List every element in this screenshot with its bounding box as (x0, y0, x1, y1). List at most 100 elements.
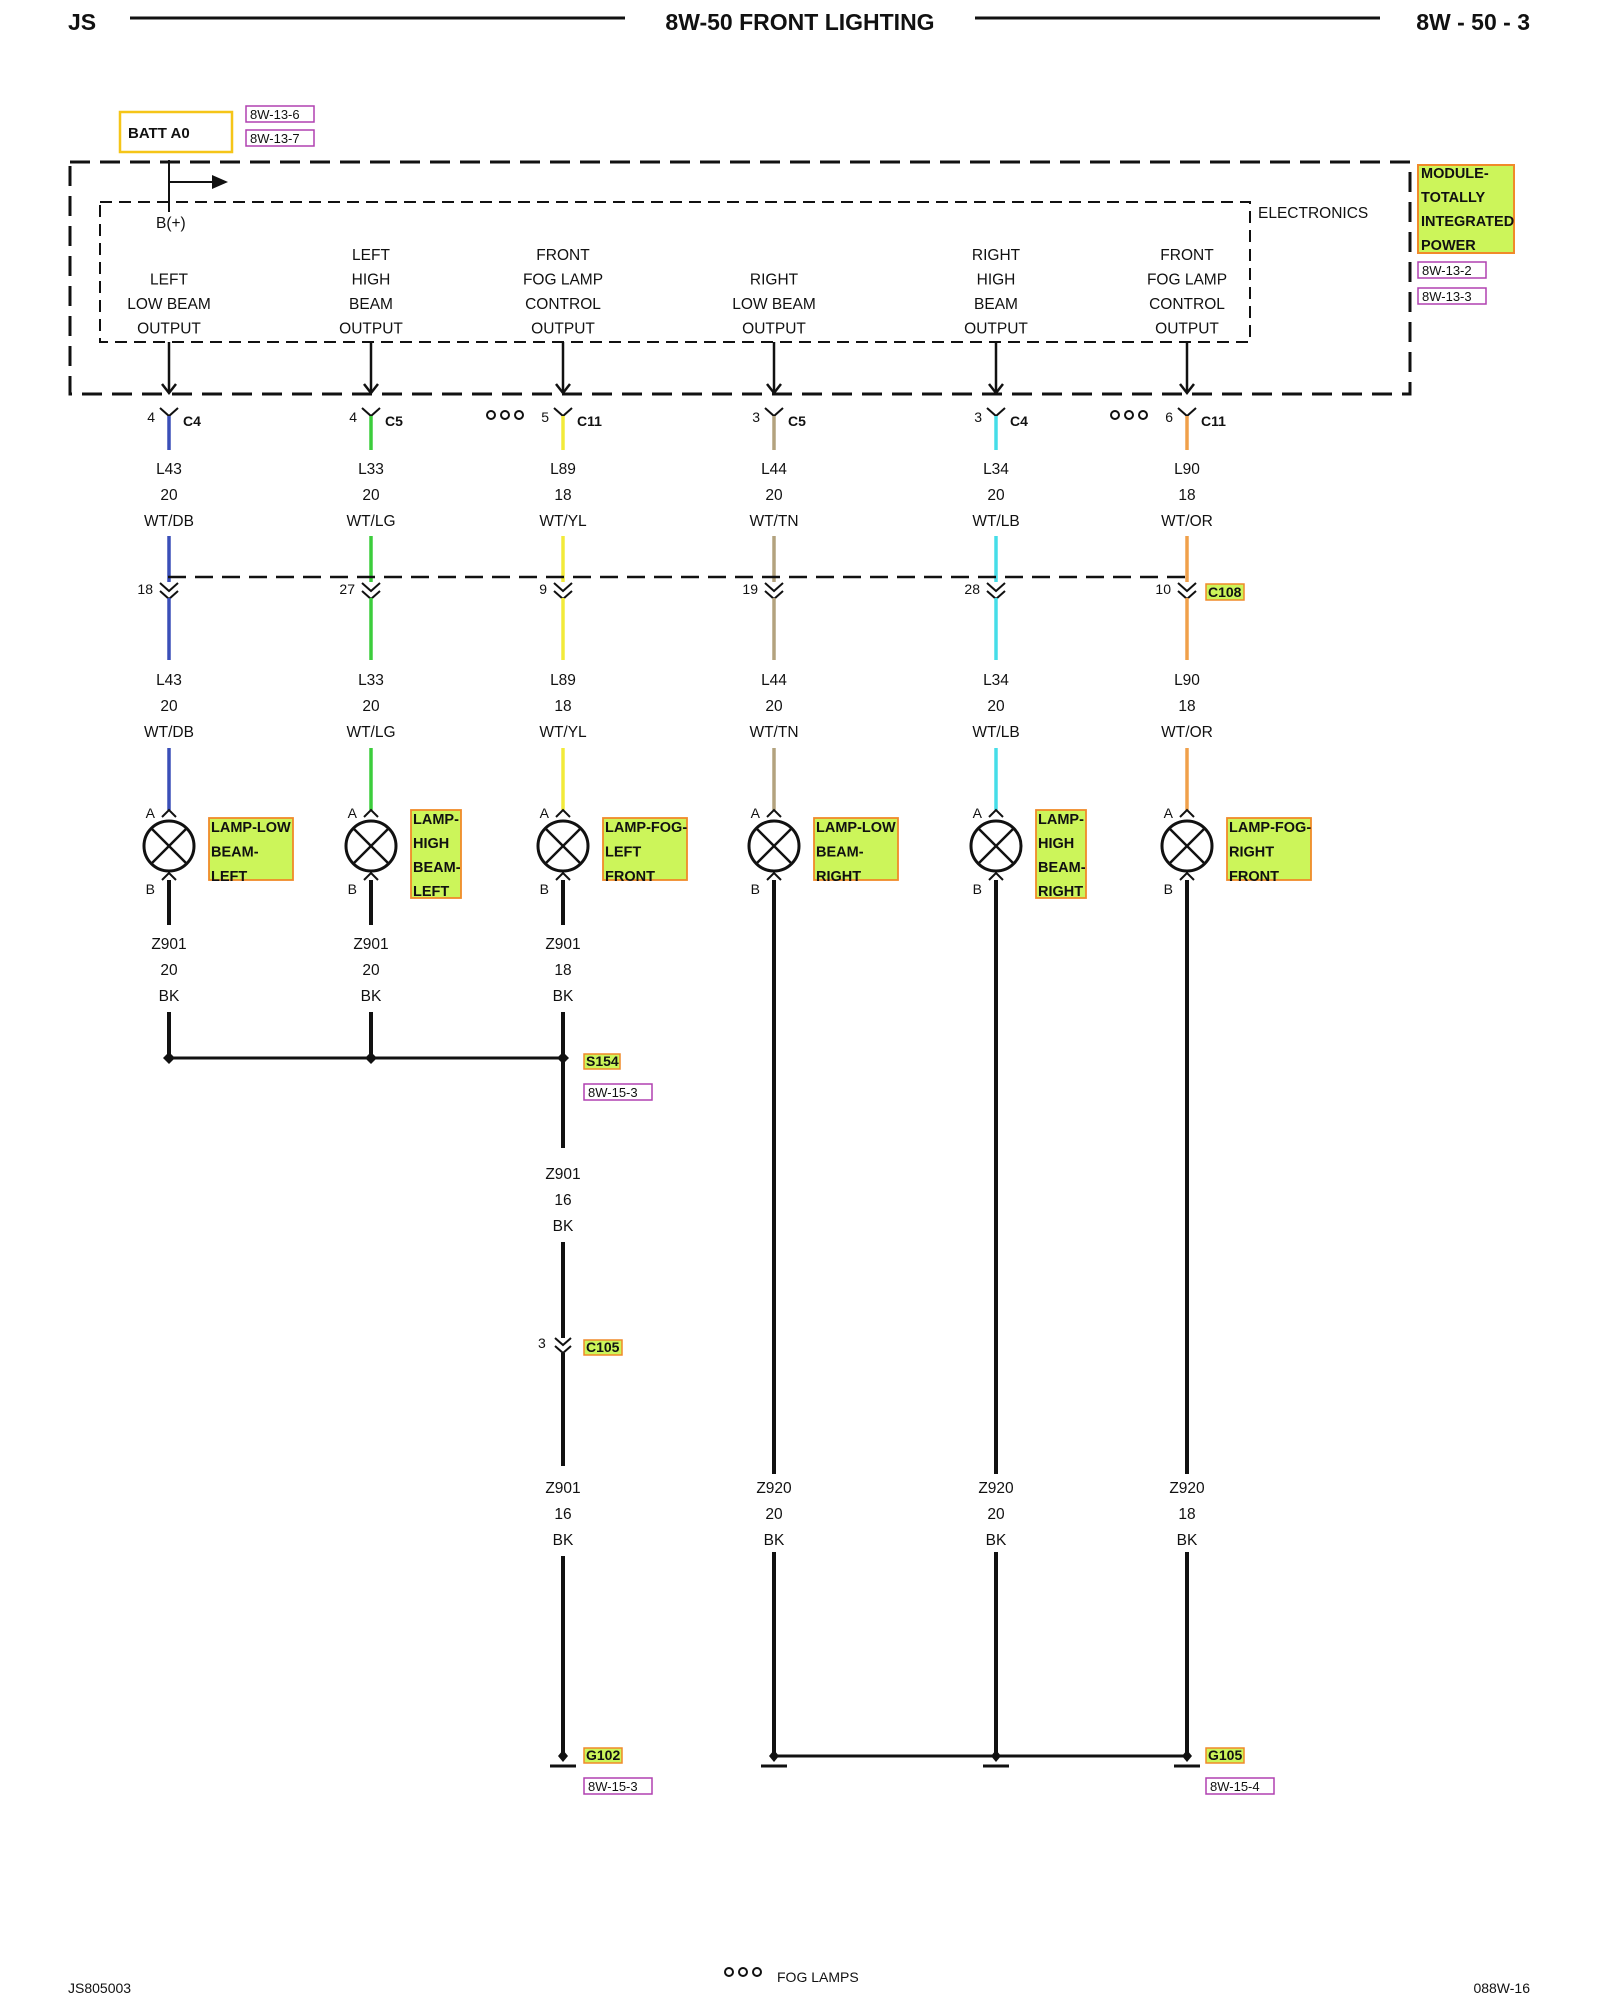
fog-lamp-legend-icon (724, 1967, 762, 1977)
fog-lamp-indicator-icon (486, 410, 524, 420)
wire-gauge: 20 (765, 487, 783, 504)
output-label-line: LEFT (352, 247, 390, 264)
wire-color: WT/YL (539, 724, 587, 741)
lamp-label-line: LAMP-LOW (816, 820, 896, 836)
gnd-wire-1-circuit: Z901 (545, 1480, 580, 1497)
lamp-pin-a: A (1164, 805, 1174, 821)
wire-gauge: 18 (1178, 487, 1195, 504)
fog-lamp-indicator-icon (1110, 410, 1148, 420)
wire-color: WT/LG (346, 724, 395, 741)
c105-pin: 3 (538, 1335, 546, 1351)
gnd-wire-2-gauge-repeat: 20 (765, 1506, 783, 1523)
connector-pin: 4 (349, 409, 357, 425)
lamp-bulb-icon (969, 819, 1023, 873)
output-label-line: OUTPUT (137, 321, 201, 338)
lamp-bulb-icon (1160, 819, 1214, 873)
batt-a0: BATT A0 8W-13-6 8W-13-7 (118, 105, 315, 154)
ground-gauge: 20 (362, 962, 380, 979)
footer-legend: FOG LAMPS (777, 1969, 859, 1985)
ground-circuit: Z901 (353, 936, 388, 953)
module-ref-2[interactable]: 8W-13-3 (1422, 289, 1472, 304)
lamp-label-line: RIGHT (1229, 845, 1274, 861)
bplus-label: B(+) (156, 215, 186, 232)
lamp-label-line: LAMP-FOG- (605, 820, 687, 836)
ground-color: BK (553, 988, 574, 1005)
splice-out-color: BK (553, 1218, 574, 1235)
connector-pin: 3 (974, 409, 982, 425)
gnd-wire-4-color-repeat: BK (1177, 1532, 1198, 1549)
wire-gauge: 20 (987, 698, 1005, 715)
lamp-label-line: LAMP- (1038, 812, 1084, 828)
page-footer: JS805003 FOG LAMPS 088W-16 (68, 1967, 1530, 1996)
wire-circuit: L90 (1174, 672, 1200, 689)
lamp-label-line: LEFT (211, 869, 247, 885)
lamp-label-line: LEFT (605, 845, 641, 861)
connector-name: C4 (1010, 413, 1028, 429)
lamp-label-line: RIGHT (1038, 884, 1083, 900)
wire-color: WT/OR (1161, 513, 1213, 530)
c108-pin: 27 (339, 581, 355, 597)
lamp-label-line: LAMP- (413, 812, 459, 828)
connector-name: C5 (385, 413, 403, 429)
gnd-wire-2-circuit-repeat: Z920 (756, 1480, 792, 1497)
wire-gauge: 20 (160, 698, 178, 715)
batt-ref-1[interactable]: 8W-13-6 (250, 107, 300, 122)
output-label-line: BEAM (349, 296, 393, 313)
module-name-3: INTEGRATED (1421, 214, 1514, 230)
output-label-line: FOG LAMP (523, 272, 603, 289)
output-label-line: FOG LAMP (1147, 272, 1227, 289)
lamp-pin-a: A (146, 805, 156, 821)
lamp-pin-a: A (540, 805, 550, 821)
wire-gauge: 20 (987, 487, 1005, 504)
wire-gauge: 20 (362, 487, 380, 504)
connector-name: C5 (788, 413, 806, 429)
ground-section: S154 8W-15-3 Z901 16 BK 3 C105 Z901 16 B… (163, 888, 1275, 1795)
gnd-wire-1-color: BK (553, 1532, 574, 1549)
wire-circuit: L44 (761, 461, 787, 478)
lamp-pin-b: B (973, 881, 982, 897)
s154-ref[interactable]: 8W-15-3 (588, 1085, 638, 1100)
c105-label: C105 (586, 1339, 620, 1355)
output-label-line: LOW BEAM (732, 296, 816, 313)
output-label-line: HIGH (977, 272, 1016, 289)
wire-circuit: L33 (358, 461, 384, 478)
wire-color: WT/TN (749, 724, 798, 741)
wire-gauge: 18 (554, 487, 571, 504)
splice-dot-1 (163, 1052, 175, 1064)
c108-pin: 10 (1155, 581, 1171, 597)
g102-ref[interactable]: 8W-15-3 (588, 1779, 638, 1794)
wire-gauge: 20 (362, 698, 380, 715)
output-label-line: OUTPUT (531, 321, 595, 338)
ground-color: BK (361, 988, 382, 1005)
wire-circuit: L33 (358, 672, 384, 689)
output-label-line: BEAM (974, 296, 1018, 313)
gnd-wire-3-color-repeat: BK (986, 1532, 1007, 1549)
lamp-label-line: HIGH (1038, 836, 1074, 852)
ground-circuit: Z901 (151, 936, 186, 953)
lamp-pin-b: B (146, 881, 155, 897)
c108-pin: 9 (539, 581, 547, 597)
lamp-label-line: FRONT (1229, 869, 1279, 885)
wire-color: WT/DB (144, 724, 194, 741)
module-ref-1[interactable]: 8W-13-2 (1422, 263, 1472, 278)
lamp-label-line: LAMP-FOG- (1229, 820, 1311, 836)
lamp-label-line: HIGH (413, 836, 449, 852)
gnd-wire-4-circuit-repeat: Z920 (1169, 1480, 1205, 1497)
wire-circuit: L44 (761, 672, 787, 689)
ground-circuit: Z901 (545, 936, 580, 953)
output-label-line: FRONT (1160, 247, 1214, 264)
wire-circuit: L90 (1174, 461, 1200, 478)
output-label-line: RIGHT (750, 272, 799, 289)
batt-ref-2[interactable]: 8W-13-7 (250, 131, 300, 146)
g105-ref[interactable]: 8W-15-4 (1210, 1779, 1260, 1794)
output-label-line: HIGH (352, 272, 391, 289)
lamp-label-line: LEFT (413, 884, 449, 900)
c108-label: C108 (1208, 584, 1242, 600)
wire-circuit: L89 (550, 461, 576, 478)
wire-gauge: 18 (1178, 698, 1195, 715)
